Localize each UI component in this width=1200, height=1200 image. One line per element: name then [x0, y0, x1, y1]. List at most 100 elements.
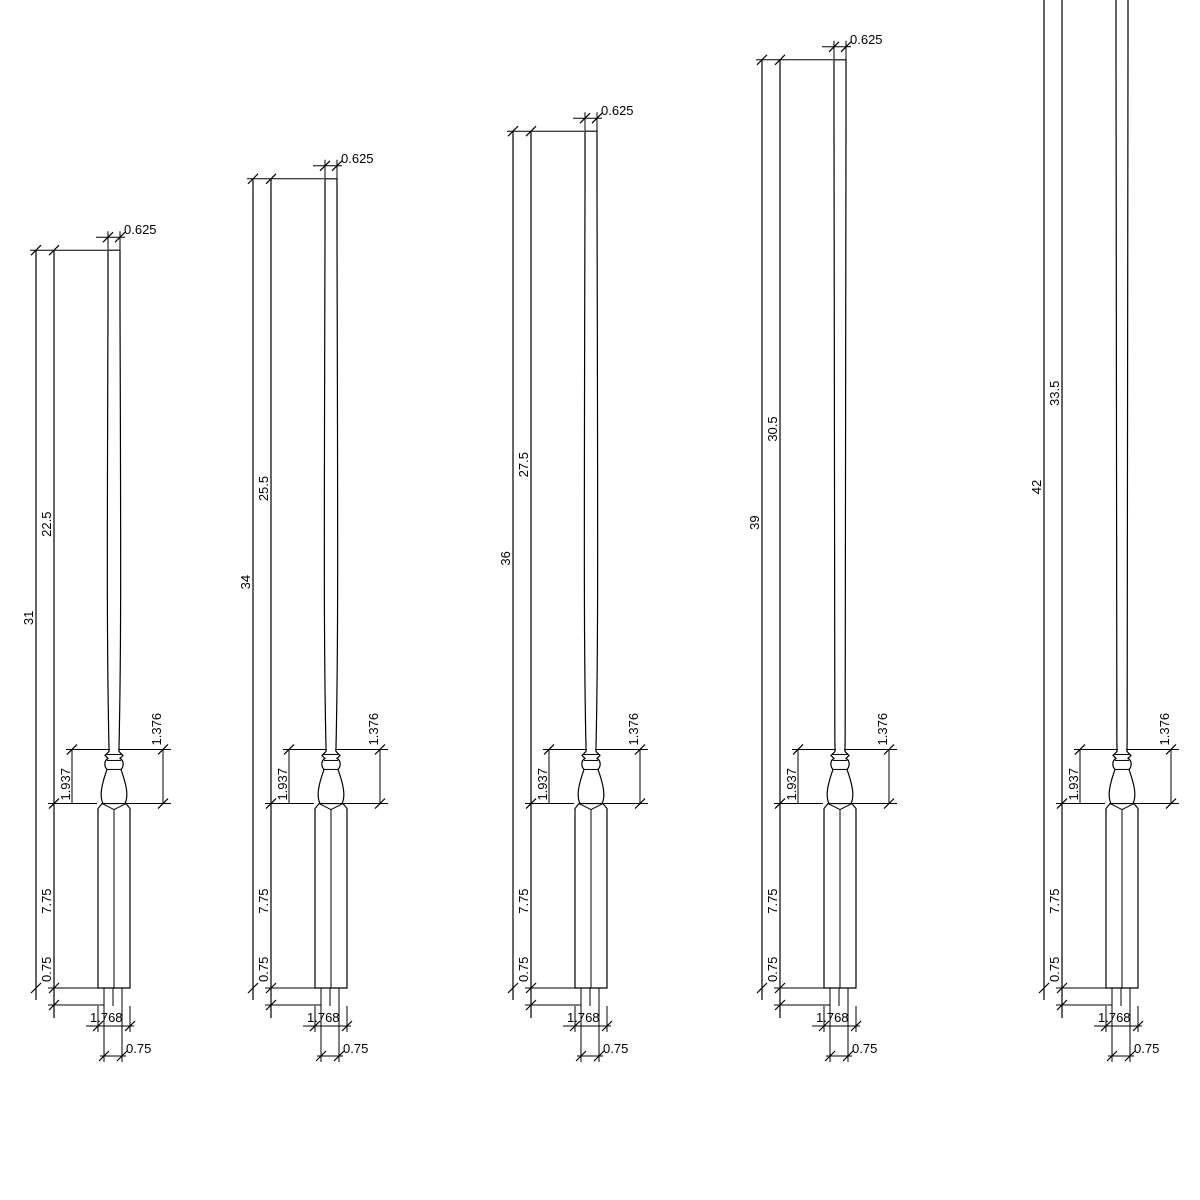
- dimension-tick: [828, 41, 840, 53]
- dimension-tick: [756, 982, 768, 994]
- dimension-tick: [341, 1020, 353, 1032]
- top-width-label: 0.625: [601, 103, 634, 118]
- dimension-tick: [525, 999, 537, 1011]
- dimension-tick: [374, 798, 386, 809]
- base-height-label: 0.75: [765, 957, 780, 982]
- pin-width-label: 0.75: [603, 1041, 628, 1056]
- taper-length-label: 22.5: [39, 512, 54, 537]
- dimension-tick: [265, 173, 277, 185]
- base-height-label: 0.75: [39, 957, 54, 982]
- dimension-tick: [883, 744, 895, 755]
- dimension-tick: [319, 160, 331, 172]
- dimension-tick: [774, 54, 786, 66]
- pin-outline: [103, 988, 123, 1006]
- tapered-shaft-outline: [106, 249, 122, 748]
- dimension-tick: [1106, 1050, 1118, 1062]
- dimension-tick: [374, 744, 386, 755]
- base-height-label: 0.75: [256, 957, 271, 982]
- taper-length-label: 30.5: [765, 416, 780, 441]
- taper-length-label: 33.5: [1047, 381, 1062, 406]
- dimension-tick: [634, 744, 646, 755]
- tapered-shaft-outline: [832, 59, 848, 748]
- square-block-arris: [318, 803, 344, 988]
- top-width-label: 0.625: [341, 151, 374, 166]
- dimension-tick: [247, 173, 259, 185]
- dimension-tick: [525, 982, 537, 994]
- dimension-tick: [1038, 982, 1050, 994]
- taper-length-label: 25.5: [256, 476, 271, 501]
- turned-section-label: 1.937: [58, 768, 73, 801]
- collar-width-label: 1.376: [875, 713, 890, 746]
- total-height-label: 39: [747, 515, 762, 529]
- collar-width-label: 1.376: [366, 713, 381, 746]
- collar-width-label: 1.376: [626, 713, 641, 746]
- pin-width-label: 0.75: [126, 1041, 151, 1056]
- dimension-tick: [593, 1050, 605, 1062]
- total-height-label: 34: [238, 575, 253, 589]
- dimension-tick: [157, 744, 169, 755]
- dimension-tick: [756, 54, 768, 66]
- turned-collar-outline: [100, 747, 128, 804]
- baluster-body: [314, 178, 348, 1006]
- square-section-label: 7.75: [765, 888, 780, 913]
- collar-width-label: 1.376: [1157, 713, 1172, 746]
- square-block-arris: [578, 803, 604, 988]
- dimension-tick: [48, 244, 60, 256]
- dimension-tick: [883, 798, 895, 809]
- turned-collar-outline: [826, 747, 854, 804]
- dimension-tick: [575, 1050, 587, 1062]
- tapered-shaft-outline: [583, 130, 599, 748]
- square-section-label: 7.75: [516, 888, 531, 913]
- square-section-label: 7.75: [1047, 888, 1062, 913]
- pin-outline: [320, 988, 340, 1006]
- dimension-tick: [774, 999, 786, 1011]
- dimension-tick: [525, 125, 537, 137]
- dimension-tick: [1165, 798, 1177, 809]
- dimension-tick: [840, 41, 852, 53]
- baluster-body: [823, 59, 857, 1006]
- dimension-tick: [265, 982, 277, 994]
- pin-outline: [580, 988, 600, 1006]
- turned-collar-outline: [317, 747, 345, 804]
- square-section-label: 7.75: [39, 888, 54, 913]
- block-width-label: 1.768: [90, 1010, 123, 1025]
- turned-collar-outline: [1108, 747, 1136, 804]
- total-height-label: 36: [498, 551, 513, 565]
- total-height-label: 31: [21, 611, 36, 625]
- dimension-tick: [507, 982, 519, 994]
- dimension-tick: [579, 112, 591, 124]
- dimension-tick: [98, 1050, 110, 1062]
- taper-length-label: 27.5: [516, 452, 531, 477]
- dimension-tick: [1100, 1020, 1112, 1032]
- total-height-label: 42: [1029, 480, 1044, 494]
- pin-outline: [829, 988, 849, 1006]
- dimension-tick: [850, 1020, 862, 1032]
- dimension-tick: [824, 1050, 836, 1062]
- dimension-tick: [157, 798, 169, 809]
- dimension-tick: [30, 244, 42, 256]
- dimension-tick: [48, 982, 60, 994]
- top-width-label: 0.625: [850, 32, 883, 47]
- pin-width-label: 0.75: [343, 1041, 368, 1056]
- dimension-tick: [92, 1020, 104, 1032]
- dimension-tick: [1056, 999, 1068, 1011]
- base-height-label: 0.75: [516, 957, 531, 982]
- dimension-tick: [601, 1020, 613, 1032]
- dimension-tick: [1132, 1020, 1144, 1032]
- dimension-tick: [247, 982, 259, 994]
- dimension-tick: [309, 1020, 321, 1032]
- turned-collar-outline: [577, 747, 605, 804]
- pin-width-label: 0.75: [1134, 1041, 1159, 1056]
- block-width-label: 1.768: [307, 1010, 340, 1025]
- square-block-arris: [827, 803, 853, 988]
- dimension-tick: [774, 982, 786, 994]
